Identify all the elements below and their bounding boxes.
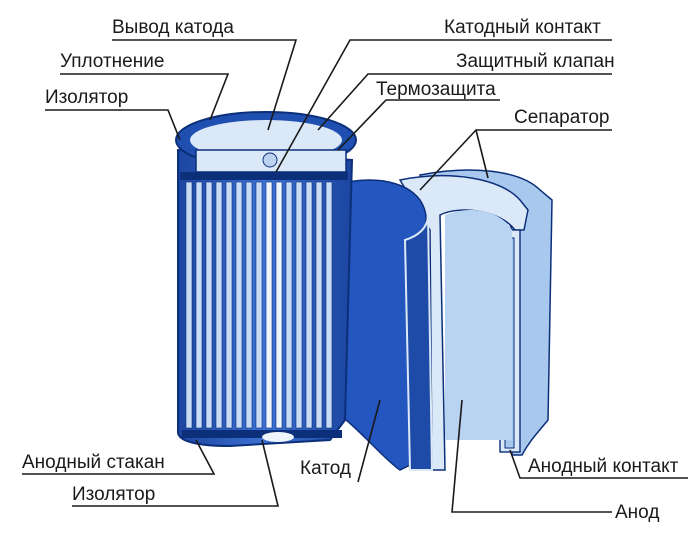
- electrode-stripe: [235, 181, 243, 429]
- insulator-top-plate: [180, 172, 348, 180]
- electrode-stripe: [205, 181, 213, 429]
- electrode-stripe: [215, 181, 223, 429]
- electrode-stripe: [285, 181, 293, 429]
- electrode-stripe: [305, 181, 313, 429]
- label-insulator-top: Изолятор: [45, 87, 128, 108]
- label-cathode-contact: Катодный контакт: [444, 17, 601, 38]
- label-anode: Анод: [615, 502, 659, 523]
- electrode-stripe: [265, 181, 273, 429]
- label-safety-valve: Защитный клапан: [456, 51, 615, 72]
- leader-lines: [22, 39, 688, 513]
- electrode-stripe: [185, 181, 193, 429]
- separator-inner: [445, 210, 512, 440]
- label-seal: Уплотнение: [60, 51, 164, 72]
- thermal-protection-element: [262, 152, 278, 168]
- label-anode-can: Анодный стакан: [22, 452, 165, 473]
- electrode-stripes: [185, 181, 333, 429]
- electrode-stripe: [245, 181, 253, 429]
- electrode-stripe: [315, 181, 323, 429]
- label-cathode-terminal: Вывод катода: [112, 17, 234, 38]
- label-separator: Сепаратор: [514, 107, 609, 128]
- electrode-stripe: [255, 181, 263, 429]
- cathode-fold: [403, 214, 434, 471]
- insulator-bottom-plate: [182, 430, 342, 438]
- label-thermal-protection: Термозащита: [376, 79, 496, 100]
- electrode-stripe: [195, 181, 203, 429]
- electrode-stripe: [325, 181, 333, 429]
- electrode-stripe: [295, 181, 303, 429]
- electrode-stripe: [275, 181, 283, 429]
- electrode-stripe: [225, 181, 233, 429]
- anode-tab: [262, 432, 294, 442]
- label-anode-contact: Анодный контакт: [528, 456, 679, 477]
- label-insulator-bottom: Изолятор: [72, 484, 155, 505]
- label-cathode: Катод: [300, 458, 351, 479]
